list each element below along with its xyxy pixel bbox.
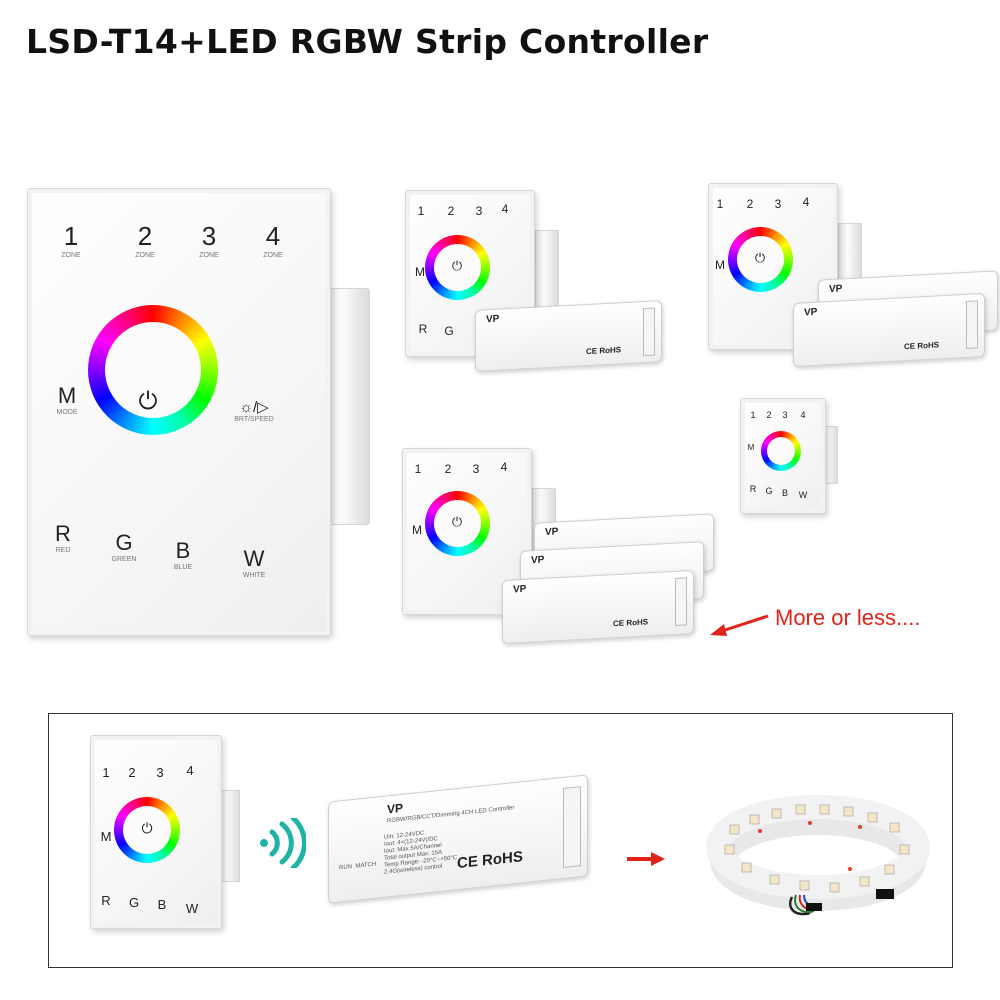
zone-2-key: 2 [444, 462, 452, 476]
red-arrow-icon [627, 852, 665, 866]
red-key: R [749, 484, 757, 494]
green-key: G [444, 324, 454, 338]
receiver-box: VP CE RoHS [502, 569, 694, 645]
blue-key: B [781, 488, 788, 498]
green-key: G [128, 895, 140, 910]
mode-key: M [415, 265, 425, 279]
zone-1-key: 1 [102, 765, 110, 780]
panel-set-2: 1 2 3 4 ⏻ M VP VP CE RoHS [708, 183, 998, 378]
run-match-buttons: RUN MATCH [339, 861, 377, 872]
zone-4-key: 4 [800, 410, 806, 420]
panel-set-1: 1 2 3 4 ⏻ M R G VP CE RoHS [405, 190, 665, 380]
zone-1-key: 1 [417, 204, 425, 218]
zone-4-key: 4 [186, 763, 194, 778]
zone-3-key: 3 [472, 462, 480, 476]
zone-3-key: 3 [774, 197, 782, 211]
zone-1-key: 1 [414, 462, 422, 476]
green-key: G [765, 486, 773, 496]
receiver-box: VP CE RoHS [793, 292, 985, 368]
certification-marks: CE RoHS [457, 848, 523, 873]
brightness-speed-key: ☼/▷BRT/SPEED [234, 399, 274, 423]
zone-3-key: 3 [156, 765, 164, 780]
zone-4-key: 4 [500, 460, 508, 474]
zone-2-key: 2 [766, 410, 772, 420]
zone-2-key: 2 [746, 197, 754, 211]
red-key: R [101, 893, 111, 908]
zone-4-key: 4 [501, 202, 509, 216]
white-key: W [185, 901, 199, 916]
color-wheel [728, 227, 793, 292]
power-icon: ⏻ [451, 514, 463, 529]
color-wheel [114, 797, 180, 863]
red-arrow-icon [710, 614, 769, 636]
page-title: LSD-T14+LED RGBW Strip Controller [26, 22, 709, 61]
blue-key: B [157, 897, 167, 912]
white-key: W [798, 490, 808, 500]
diagram-wall-panel: 1 2 3 4 ⏻ M R G B W [90, 735, 260, 935]
power-icon: ⏻ [451, 258, 463, 273]
color-wheel [761, 431, 801, 471]
more-or-less-note: More or less.... [775, 605, 921, 630]
wireless-signal-icon [260, 818, 306, 868]
led-strip-reel [706, 795, 930, 916]
panel-single: 1 2 3 4 M R G B W [740, 398, 850, 518]
zone-2-key: 2 [128, 765, 136, 780]
system-diagram-frame [48, 713, 953, 968]
zone-3-key: 3 [475, 204, 483, 218]
mode-key: M [100, 829, 112, 844]
red-key: R [418, 322, 428, 336]
receiver-box: VP CE RoHS [475, 300, 662, 372]
zone-2-key: 2 [447, 204, 455, 218]
color-wheel [425, 491, 490, 556]
power-icon: ⏻ [754, 250, 766, 265]
mode-key: M [747, 443, 755, 452]
mode-key: M [715, 258, 725, 272]
color-wheel [88, 305, 218, 435]
receiver-model: RGBW/RGB/CCT/Dimming 4CH LED Controller [387, 805, 515, 825]
mode-key: M [412, 523, 422, 537]
color-wheel [425, 235, 490, 300]
power-icon: ⏻ [141, 820, 153, 836]
panel-set-3: 1 2 3 4 ⏻ M VP VP VP CE RoHS [402, 448, 727, 648]
zone-4-key: 4 [802, 195, 810, 209]
zone-3-key: 3 [782, 410, 788, 420]
power-icon: ⏻ [138, 388, 158, 415]
receiver-specs: Uin: 12-24VDC Iout: 4×(12-24V)/DC Iout: … [384, 830, 458, 876]
zone-1-key: 1 [750, 410, 756, 420]
zone-1-key: 1 [716, 197, 724, 211]
